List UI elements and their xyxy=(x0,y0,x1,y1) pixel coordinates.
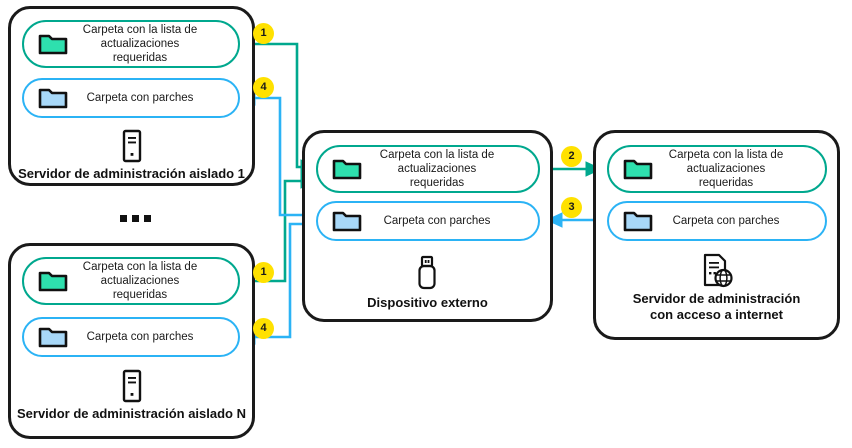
folder-patches-isolated-n[interactable]: Carpeta con parches xyxy=(22,317,240,357)
folder-icon xyxy=(38,86,68,110)
step-badge-4-top: 4 xyxy=(253,77,274,98)
ellipsis-more-servers xyxy=(120,215,151,222)
caption-external-device: Dispositivo externo xyxy=(367,295,488,310)
folder-updates-isolated-1[interactable]: Carpeta con la lista de actualizaciones … xyxy=(22,20,240,68)
folder-label: Carpeta con la lista de actualizaciones … xyxy=(82,261,198,301)
step-badge-1-top: 1 xyxy=(253,23,274,44)
step-badge-3: 3 xyxy=(561,197,582,218)
folder-icon xyxy=(332,157,362,181)
server-icon xyxy=(118,129,146,168)
step-badge-4-bottom: 4 xyxy=(253,318,274,339)
folder-updates-isolated-n[interactable]: Carpeta con la lista de actualizaciones … xyxy=(22,257,240,305)
folder-patches-internet-server[interactable]: Carpeta con parches xyxy=(607,201,827,241)
server-internet-icon xyxy=(700,253,734,294)
caption-isolated-server-1: Servidor de administración aislado 1 xyxy=(18,166,245,181)
caption-internet-server: Servidor de administración con acceso a … xyxy=(632,291,801,322)
folder-icon xyxy=(38,32,68,56)
folder-patches-isolated-1[interactable]: Carpeta con parches xyxy=(22,78,240,118)
folder-label: Carpeta con parches xyxy=(672,215,780,227)
folder-patches-external-device[interactable]: Carpeta con parches xyxy=(316,201,540,241)
server-icon xyxy=(118,369,146,408)
folder-label: Carpeta con la lista de actualizaciones … xyxy=(379,149,495,189)
folder-icon xyxy=(38,325,68,349)
caption-isolated-server-n: Servidor de administración aislado N xyxy=(16,406,246,421)
usb-drive-icon xyxy=(415,255,439,296)
folder-label: Carpeta con parches xyxy=(86,92,194,104)
folder-icon xyxy=(38,269,68,293)
folder-updates-internet-server[interactable]: Carpeta con la lista de actualizaciones … xyxy=(607,145,827,193)
folder-label: Carpeta con la lista de actualizaciones … xyxy=(82,24,198,64)
folder-updates-external-device[interactable]: Carpeta con la lista de actualizaciones … xyxy=(316,145,540,193)
folder-label: Carpeta con parches xyxy=(383,215,491,227)
step-badge-2: 2 xyxy=(561,146,582,167)
step-badge-1-bottom: 1 xyxy=(253,262,274,283)
folder-icon xyxy=(332,209,362,233)
folder-icon xyxy=(623,209,653,233)
folder-icon xyxy=(623,157,653,181)
folder-label: Carpeta con parches xyxy=(86,331,194,343)
folder-label: Carpeta con la lista de actualizaciones … xyxy=(668,149,784,189)
